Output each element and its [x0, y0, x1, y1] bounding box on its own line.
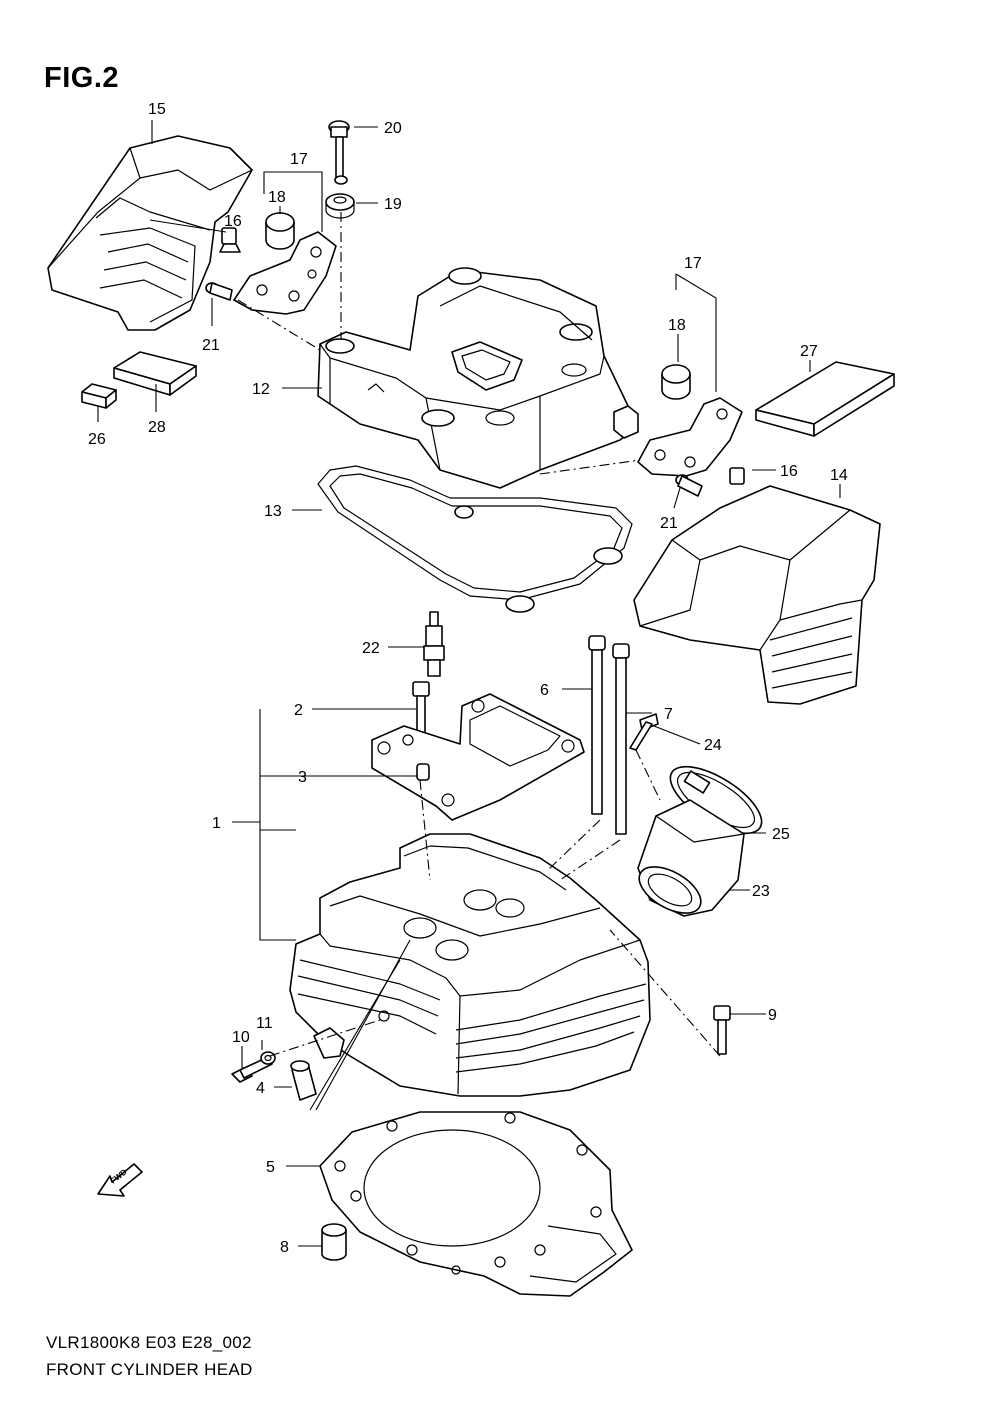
- callout-11: 11: [256, 1015, 273, 1032]
- callout-6: 6: [540, 682, 549, 699]
- part-6-stud: [588, 635, 606, 815]
- callout-3: 3: [298, 769, 307, 786]
- part-12-head-cover: [317, 267, 639, 489]
- callout-27: 27: [800, 343, 818, 360]
- callout-21-left: 21: [202, 337, 220, 354]
- part-15-side-cover: [47, 135, 253, 331]
- callout-28: 28: [148, 419, 166, 436]
- part-5-head-gasket: [319, 1111, 633, 1297]
- diagram-code: VLR1800K8 E03 E28_002: [46, 1333, 252, 1352]
- part-21-screw-left: [205, 282, 233, 301]
- callout-5: 5: [266, 1159, 275, 1176]
- part-13-gasket: [317, 465, 633, 613]
- callout-1: 1: [212, 815, 221, 832]
- part-14-side-cover: [633, 485, 881, 705]
- part-24-screw: [629, 713, 659, 751]
- callout-21-right: 21: [660, 515, 678, 532]
- part-1-camshaft-holder: [371, 693, 585, 821]
- callout-25: 25: [772, 826, 790, 843]
- part-9-bolt: [713, 1005, 731, 1055]
- part-11-washer: [260, 1051, 276, 1065]
- leader-lines: [97, 120, 841, 1247]
- part-20-bolt: [328, 120, 350, 185]
- callout-20: 20: [384, 120, 402, 137]
- part-3-dowel: [416, 763, 430, 781]
- callout-10: 10: [232, 1029, 250, 1046]
- part-4-plug: [290, 1060, 317, 1101]
- part-18-grommet-right: [661, 364, 691, 400]
- part-17-bracket-right: [637, 397, 743, 477]
- part-7-stud: [612, 643, 630, 835]
- part-27-pad: [755, 361, 895, 437]
- callout-16-right: 16: [780, 463, 798, 480]
- part-28-pad: [113, 351, 197, 396]
- callout-22: 22: [362, 640, 380, 657]
- callout-26: 26: [88, 431, 106, 448]
- callout-17-left: 17: [290, 151, 308, 168]
- callout-8: 8: [280, 1239, 289, 1256]
- part-8-dowel: [321, 1223, 347, 1261]
- figure-title: FIG.2: [44, 62, 120, 94]
- callout-12: 12: [252, 381, 270, 398]
- part-23-intake-pipe: [637, 799, 745, 917]
- assembly-lines: [237, 212, 721, 1057]
- part-19-washer: [325, 193, 355, 219]
- callout-14: 14: [830, 467, 848, 484]
- callout-18-right: 18: [668, 317, 686, 334]
- callout-19: 19: [384, 196, 402, 213]
- callout-9: 9: [768, 1007, 777, 1024]
- callout-numbers: 15 16 17 18 20 19 21 12 28 26 17 18 27 1…: [88, 101, 848, 1256]
- diagram-name: FRONT CYLINDER HEAD: [46, 1360, 253, 1379]
- callout-24: 24: [704, 737, 722, 754]
- callout-17-right: 17: [684, 255, 702, 272]
- callout-2: 2: [294, 702, 303, 719]
- callout-16-left: 16: [224, 213, 242, 230]
- part-21-screw-right: [675, 474, 703, 497]
- callout-15: 15: [148, 101, 166, 118]
- part-26-block: [81, 383, 117, 409]
- callout-13: 13: [264, 503, 282, 520]
- part-17-bracket-left: [233, 231, 337, 315]
- part-18-grommet-left: [265, 212, 295, 250]
- part-16-nut-right: [729, 467, 745, 485]
- callout-4: 4: [256, 1080, 265, 1097]
- forward-arrow-icon: FWD: [97, 1163, 143, 1197]
- part-22-spark-plug: [423, 611, 445, 677]
- part-16-nut-left: [219, 227, 241, 253]
- callout-18-left: 18: [268, 189, 286, 206]
- part-1-cylinder-head: [289, 833, 651, 1097]
- callout-23: 23: [752, 883, 770, 900]
- callout-7: 7: [664, 706, 673, 723]
- part-2-bolt: [412, 681, 430, 737]
